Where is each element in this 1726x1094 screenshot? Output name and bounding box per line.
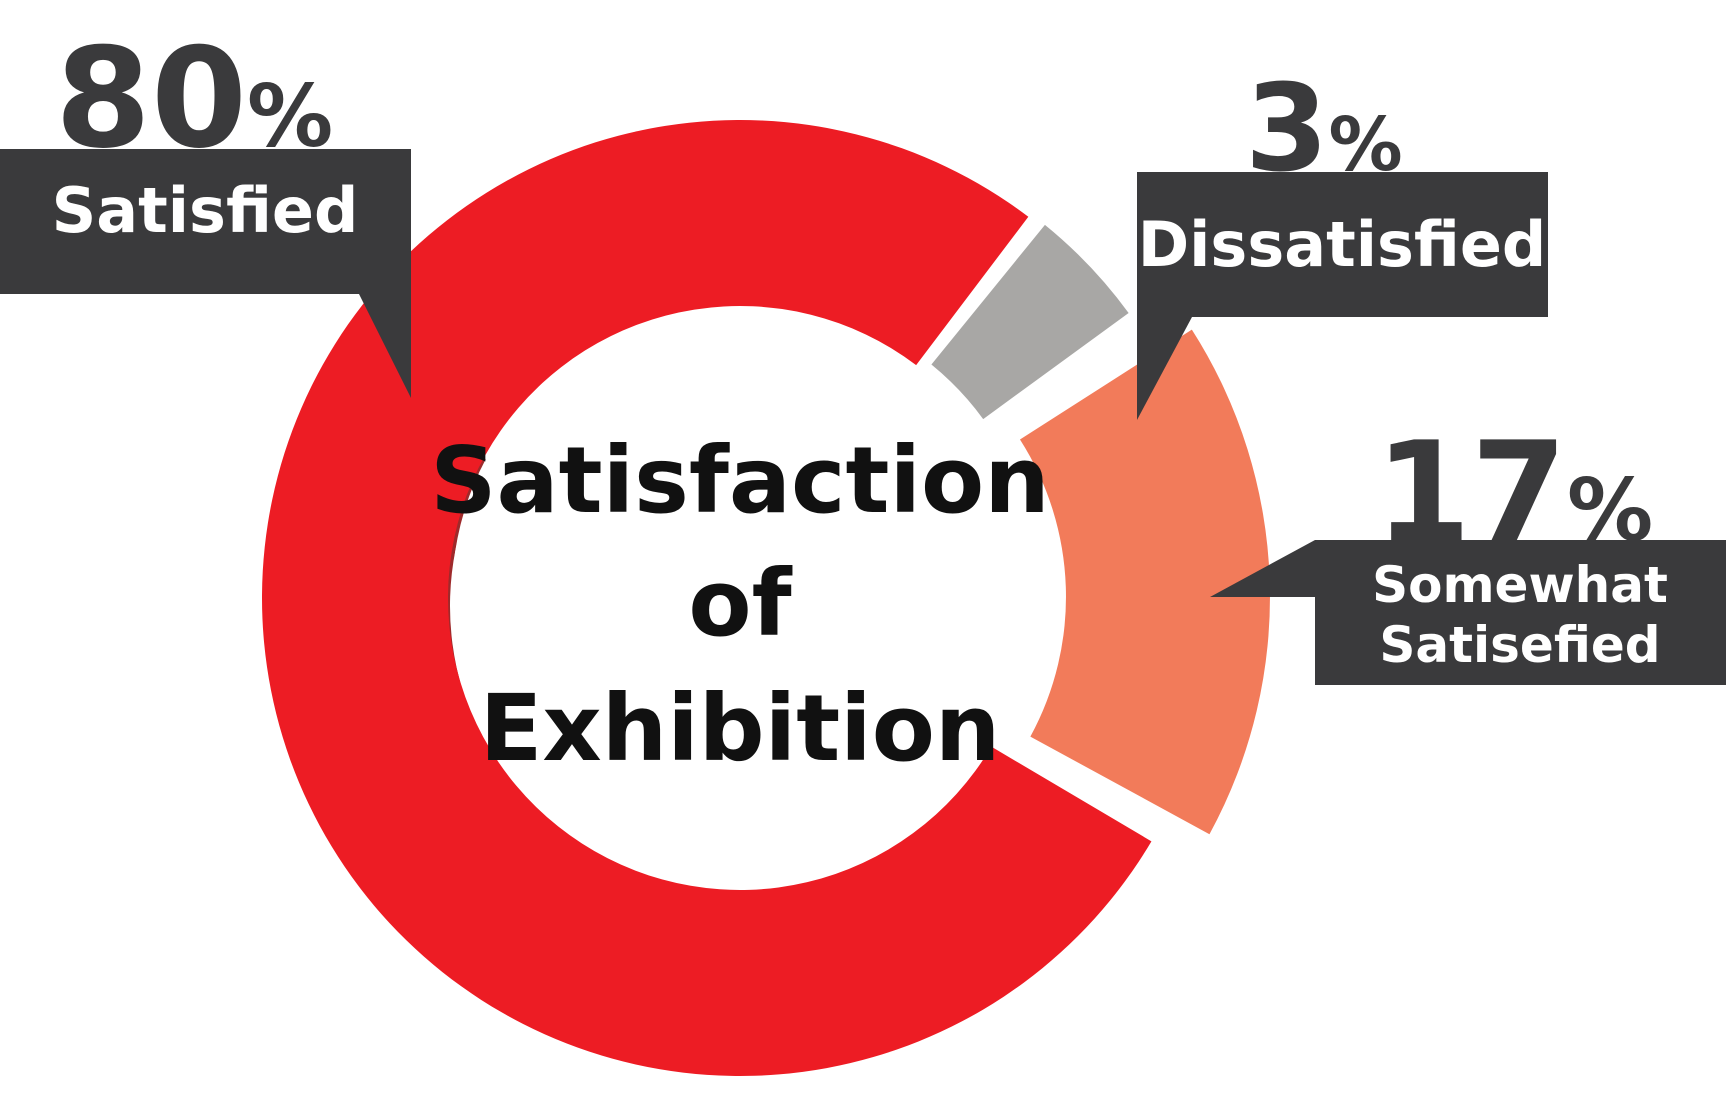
percent-number: 3 [1245, 60, 1329, 199]
category-label: Satisfied [52, 174, 359, 247]
slice-satisfied [261, 119, 1152, 1077]
chart-title-line: Exhibition [480, 675, 1001, 782]
callout-dissatisfied: 3% Dissatisfied [1137, 60, 1548, 420]
percent-label: 3% [1245, 60, 1403, 199]
slice-dissatisfied [931, 224, 1129, 420]
callout-satisfied: 80%Satisfied [0, 18, 411, 398]
donut-hole-fill [452, 308, 1024, 880]
slice-somewhat-satisefied [1019, 329, 1270, 835]
callout-box [0, 149, 411, 294]
chart-title-line: Satisfaction [430, 427, 1049, 534]
percent-sign: % [1329, 102, 1403, 188]
chart-title-line: of [688, 550, 792, 657]
percent-label: 80% [55, 18, 333, 179]
percent-sign: % [247, 67, 333, 167]
callout-pointer [1210, 540, 1315, 597]
category-label: Somewhat [1372, 556, 1668, 614]
category-label: Dissatisfied [1138, 208, 1547, 281]
callouts: 80%Satisfied3%Dissatisfied17%SomewhatSat… [0, 18, 1726, 685]
callout-pointer [358, 292, 411, 398]
callout-pointer [1137, 317, 1192, 420]
category-label: Satisefied [1379, 616, 1660, 674]
percent-sign: % [1567, 461, 1653, 561]
callout-box [1315, 540, 1726, 685]
percent-number: 17 [1375, 412, 1567, 573]
slices [261, 119, 1270, 1077]
donut-hole [452, 308, 1024, 880]
callout-box [1137, 172, 1548, 317]
percent-label: 17% [1375, 412, 1653, 573]
percent-number: 80 [55, 18, 247, 179]
